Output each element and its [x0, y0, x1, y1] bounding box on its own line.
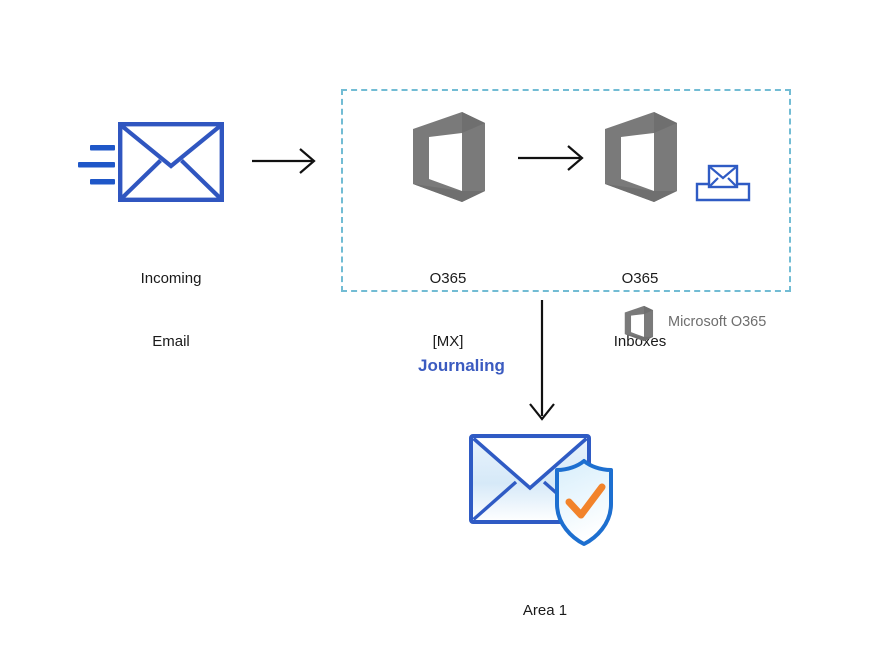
- legend-label: Microsoft O365: [668, 314, 767, 330]
- arrow-right-icon-incoming-to-mx: [252, 145, 318, 177]
- microsoft-office-365-icon-inboxes: [598, 111, 682, 203]
- envelope-shield-check-icon: [468, 432, 632, 550]
- o365-inboxes-label-line-1: O365: [621, 270, 659, 287]
- o365-mx-label: O365 [MX]: [368, 226, 528, 394]
- o365-inboxes-label: O365 Inboxes: [560, 226, 720, 394]
- envelope-outline-icon: [118, 122, 224, 202]
- microsoft-office-365-icon-mx: [406, 111, 490, 203]
- o365-inboxes-label-line-2: Inboxes: [613, 333, 667, 350]
- legend-microsoft-office-365-icon: [622, 305, 655, 342]
- incoming-email-label-line-1: Incoming: [140, 270, 202, 287]
- motion-lines-icon: [78, 144, 118, 188]
- inbox-tray-envelope-icon: [694, 162, 752, 204]
- arrow-down-icon-inboxes-to-area1: [526, 300, 558, 422]
- area1-label: Area 1 email security: [465, 558, 625, 653]
- incoming-email-label: Incoming Email: [91, 226, 251, 394]
- area1-label-line-1: Area 1: [522, 602, 568, 619]
- journaling-connector-label: Journaling: [418, 356, 505, 375]
- arrow-right-icon-mx-to-inboxes: [518, 142, 586, 174]
- microsoft-365-boundary-box: [341, 89, 791, 292]
- o365-mx-label-line-1: O365: [429, 270, 467, 287]
- o365-mx-label-line-2: [MX]: [432, 333, 464, 350]
- incoming-email-label-line-2: Email: [152, 333, 190, 350]
